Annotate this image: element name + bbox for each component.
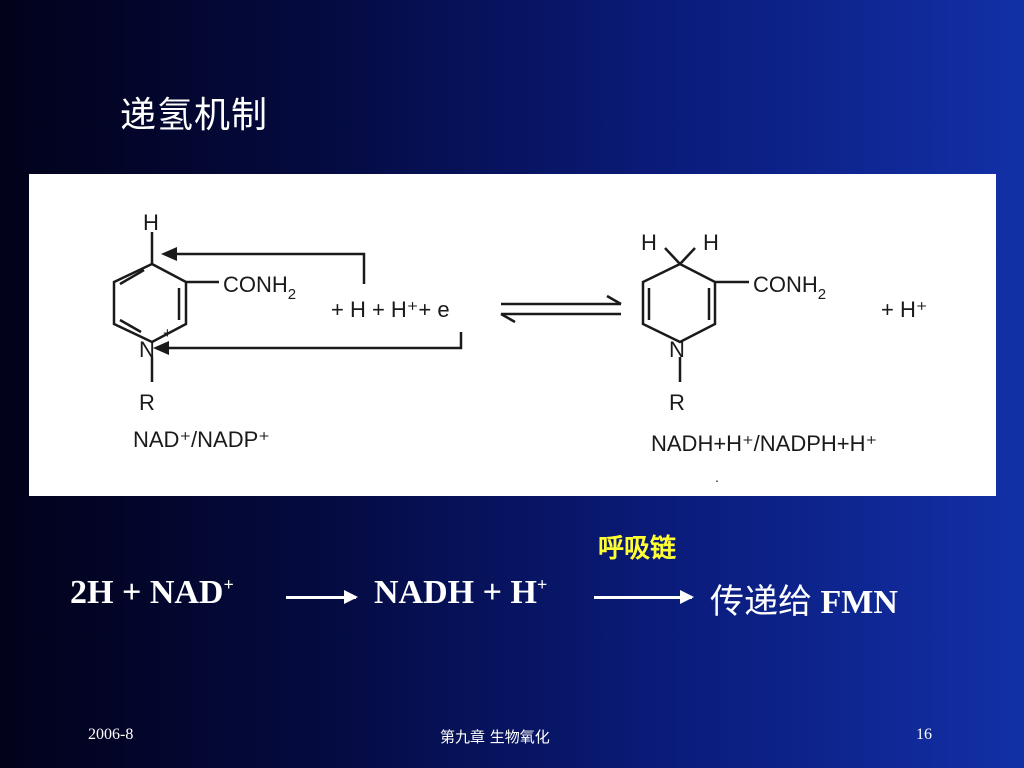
right-ring <box>641 247 749 382</box>
equation-part1-sup: + <box>223 574 234 595</box>
right-ring-n: N <box>669 337 685 362</box>
left-ring-n: N <box>139 337 155 362</box>
equation-part2-sup: + <box>536 574 548 595</box>
right-molecule-label: NADH+H⁺/NADPH+H⁺ <box>651 431 877 456</box>
equation-arrow-2 <box>594 590 694 604</box>
right-substituent: CONH2 <box>753 272 826 303</box>
right-top-h-right: H <box>703 230 719 255</box>
arrow-head-bottom <box>153 341 169 355</box>
right-top-h-left: H <box>641 230 657 255</box>
equation-arrow-1 <box>286 590 358 604</box>
equation-part3: 传递给 FMN <box>710 582 898 622</box>
left-ring-charge: + <box>163 325 172 342</box>
right-r-group: R <box>669 390 685 415</box>
respiratory-chain-label: 呼吸链 <box>598 534 677 564</box>
footer-date: 2006-8 <box>88 726 134 743</box>
equation-part2: NADH + H+ <box>374 574 548 611</box>
equilibrium-arrows <box>500 294 622 324</box>
product-extra: + H⁺ <box>881 297 927 322</box>
stray-mark: . <box>715 469 719 485</box>
left-r-group: R <box>139 390 155 415</box>
equation-part1: 2H + NAD+ <box>70 574 234 611</box>
footer-page-number: 16 <box>916 726 932 743</box>
reactants-text: + H + H⁺+ e <box>331 297 450 322</box>
hydride-arrows <box>161 252 463 350</box>
left-ring <box>112 232 219 382</box>
footer-chapter: 第九章 生物氧化 <box>440 728 550 746</box>
arrow-head-top <box>161 247 177 261</box>
reaction-figure: H CONH2 N + R NAD⁺/NADP⁺ + H + H⁺+ e H H… <box>29 174 996 496</box>
left-top-h: H <box>143 210 159 235</box>
left-substituent: CONH2 <box>223 272 296 303</box>
slide-title: 递氢机制 <box>120 95 269 136</box>
reaction-diagram: H CONH2 N + R NAD⁺/NADP⁺ + H + H⁺+ e H H… <box>112 210 927 485</box>
left-molecule-label: NAD⁺/NADP⁺ <box>133 427 270 452</box>
